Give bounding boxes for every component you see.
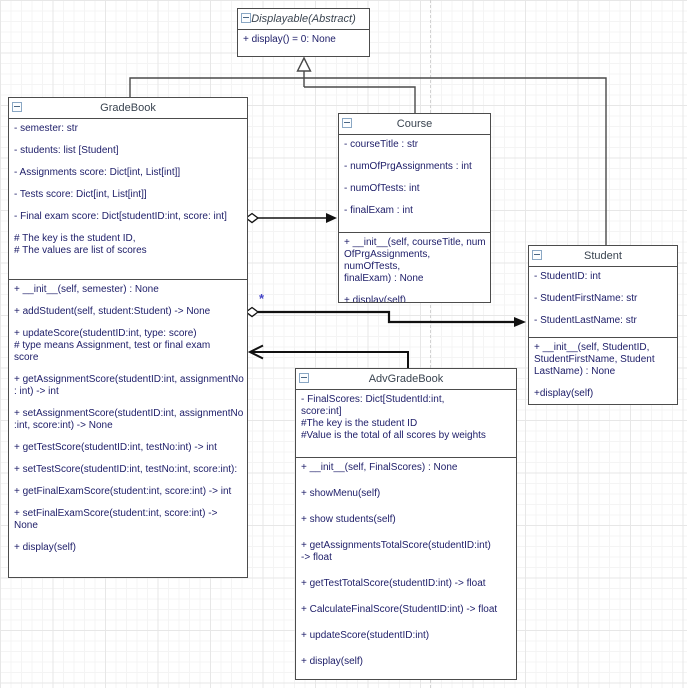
class-course-attributes: - courseTitle : str - numOfPrgAssignments… (339, 135, 490, 232)
member-line: - FinalScores: Dict[StudentId:int, score… (301, 394, 486, 441)
class-student-header: Student (529, 246, 677, 267)
member-line: + addStudent(self, student:Student) -> N… (14, 306, 211, 317)
class-student-methods: + __init__(self, StudentID, StudentFirst… (529, 337, 677, 404)
class-course-header: Course (339, 114, 490, 135)
class-student-attributes: - StudentID: int - StudentFirstName: str -… (529, 267, 677, 337)
member-line: - semester: str (14, 123, 78, 134)
member-line: - finalExam : int (344, 205, 413, 216)
generalization-gradebook-displayable-connector[interactable] (129, 77, 304, 97)
collapse-icon[interactable] (532, 250, 542, 260)
member-line: - StudentFirstName: str (534, 293, 638, 304)
member-line: +display(self) (534, 388, 594, 399)
member-line: - StudentID: int (534, 271, 601, 282)
member-line: + __init__(self, FinalScores) : None (301, 462, 458, 473)
class-displayable-methods: + display() = 0: None (238, 30, 369, 56)
member-line: - Assignments score: Dict[int, List[int]… (14, 167, 181, 178)
aggregation-gradebook-student-connector[interactable] (244, 306, 526, 328)
member-line: + getTestTotalScore(studentID:int) -> fl… (301, 578, 486, 589)
class-advgradebook-attributes: - FinalScores: Dict[StudentId:int, score… (296, 390, 516, 457)
class-advgradebook[interactable]: AdvGradeBook - FinalScores: Dict[Student… (295, 368, 517, 680)
arrowhead-icon (514, 317, 526, 327)
class-gradebook-attributes: - semester: str - students: list [Student… (9, 119, 247, 279)
member-line: + display(self) (301, 656, 363, 667)
member-line: - students: list [Student] (14, 145, 119, 156)
collapse-icon[interactable] (241, 13, 251, 23)
class-student[interactable]: Student - StudentID: int - StudentFirstNa… (528, 245, 678, 405)
member-line: + display() = 0: None (243, 34, 336, 45)
member-line: + display(self) (14, 542, 76, 553)
member-line: + setFinalExamScore(student:int, score:i… (14, 508, 218, 531)
member-line: - Final exam score: Dict[studentID:int, … (14, 211, 227, 222)
member-line: + CalculateFinalScore(StudentID:int) -> … (301, 604, 498, 615)
multiplicity-label: * (259, 291, 265, 306)
member-line: + setTestScore(studentID:int, testNo:int… (14, 464, 238, 475)
class-displayable[interactable]: Displayable(Abstract) + display() = 0: N… (237, 8, 370, 57)
member-line: + __init__(self, courseTitle, num OfPrgA… (344, 237, 486, 284)
member-line: - courseTitle : str (344, 139, 419, 150)
member-line: + display(self) (344, 295, 406, 302)
collapse-icon[interactable] (342, 118, 352, 128)
member-line: + getAssignmentsTotalScore(studentID:int… (301, 540, 491, 563)
aggregation-diamond-icon (244, 212, 260, 224)
generalization-student-displayable-connector[interactable] (304, 77, 607, 245)
member-line: # The key is the student ID, # The value… (14, 233, 147, 256)
aggregation-gradebook-course-connector[interactable] (244, 212, 337, 224)
class-advgradebook-header: AdvGradeBook (296, 369, 516, 390)
member-line: + __init__(self, semester) : None (14, 284, 159, 295)
association-advgradebook-gradebook-connector[interactable] (247, 344, 409, 369)
class-gradebook[interactable]: GradeBook - semester: str - students: lis… (8, 97, 248, 578)
member-line: + showMenu(self) (301, 488, 381, 499)
member-line: + setAssignmentScore(studentID:int, assi… (14, 408, 244, 431)
class-gradebook-methods: + __init__(self, semester) : None + addSt… (9, 279, 247, 577)
page-break-divider (430, 0, 431, 688)
member-line: + __init__(self, StudentID, StudentFirst… (534, 342, 655, 377)
aggregation-diamond-icon (244, 306, 260, 318)
member-line: - numOfTests: int (344, 183, 420, 194)
member-line: + getFinalExamScore(student:int, score:i… (14, 486, 232, 497)
class-course[interactable]: Course - courseTitle : str - numOfPrgAssi… (338, 113, 491, 303)
collapse-icon[interactable] (299, 373, 309, 383)
member-line: - Tests score: Dict[int, List[int]] (14, 189, 147, 200)
class-displayable-header: Displayable(Abstract) (238, 9, 369, 30)
member-line: - StudentLastName: str (534, 315, 637, 326)
collapse-icon[interactable] (12, 102, 22, 112)
member-line: + getTestScore(studentID:int, testNo:int… (14, 442, 217, 453)
member-line: + getAssignmentScore(studentID:int, assi… (14, 374, 244, 397)
class-title: Course (396, 118, 433, 130)
class-course-methods: + __init__(self, courseTitle, num OfPrgA… (339, 232, 490, 302)
class-title: AdvGradeBook (368, 373, 444, 385)
class-title: Displayable(Abstract) (251, 13, 356, 25)
class-title: Student (584, 250, 622, 262)
class-advgradebook-methods: + __init__(self, FinalScores) : None + sh… (296, 457, 516, 679)
open-arrowhead-icon (247, 344, 264, 360)
generalization-course-displayable-connector[interactable] (303, 71, 416, 113)
member-line: + updateScore(studentID:int, type: score… (14, 328, 211, 363)
class-title: GradeBook (100, 102, 156, 114)
member-line: - numOfPrgAssignments : int (344, 161, 472, 172)
arrowhead-icon (326, 213, 337, 223)
inheritance-triangle-icon (296, 56, 312, 72)
member-line: + updateScore(studentID:int) (301, 630, 430, 641)
member-line: + show students(self) (301, 514, 396, 525)
class-gradebook-header: GradeBook (9, 98, 247, 119)
